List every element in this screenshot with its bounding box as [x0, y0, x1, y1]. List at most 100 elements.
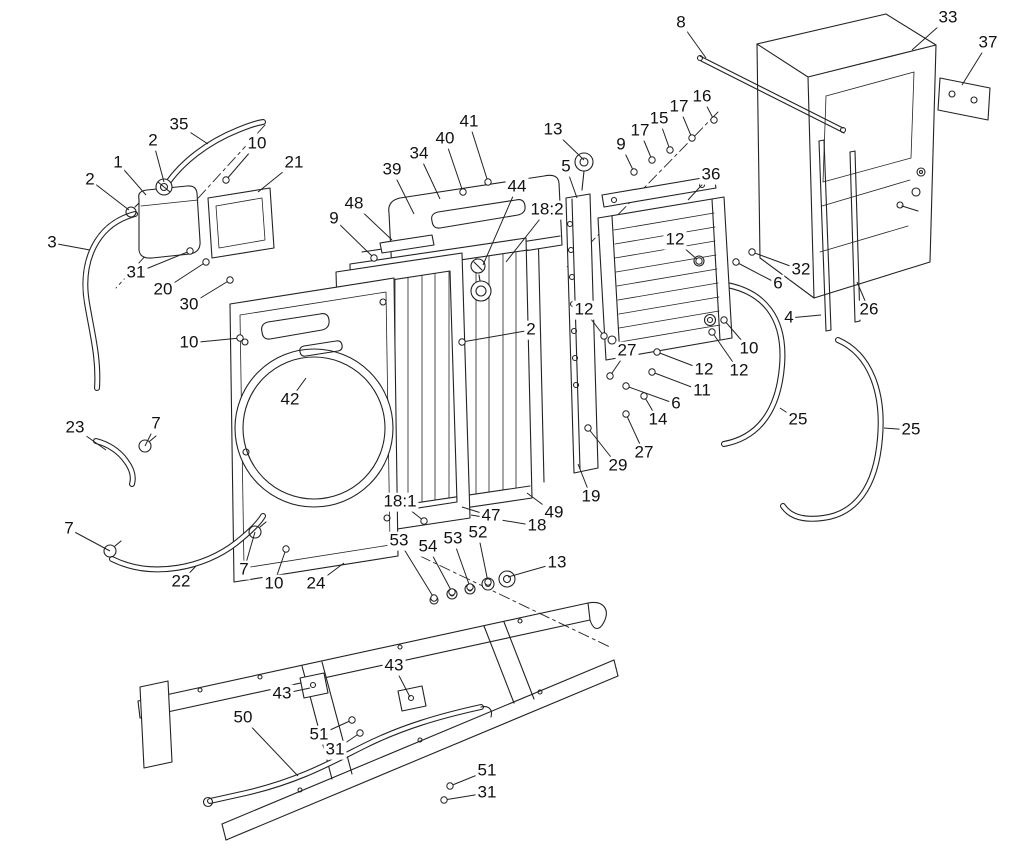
callout-32: 32 — [789, 259, 813, 280]
hardware-dot-27 — [622, 410, 630, 418]
part-mount-bracket-right — [937, 77, 991, 121]
callout-17: 17 — [667, 96, 691, 117]
callout-51: 51 — [475, 760, 499, 781]
hardware-dot-17 — [688, 134, 696, 142]
callout-20: 20 — [151, 279, 175, 300]
callout-31: 31 — [124, 262, 148, 283]
hardware-dot-11 — [648, 368, 656, 376]
callout-42: 42 — [278, 389, 302, 410]
callout-36: 36 — [699, 164, 723, 185]
hardware-dot-40 — [459, 188, 467, 196]
callout-7: 7 — [149, 413, 163, 434]
callout-6: 6 — [669, 393, 683, 414]
callout-6: 6 — [771, 273, 785, 294]
callout-1: 1 — [111, 152, 125, 173]
callout-7: 7 — [62, 518, 76, 539]
leader-line-7 — [68, 528, 111, 552]
leader-line-2 — [461, 329, 532, 343]
callout-2: 2 — [524, 319, 538, 340]
hardware-dot-12 — [695, 257, 703, 265]
callout-13: 13 — [545, 552, 569, 573]
callout-16: 16 — [690, 86, 714, 107]
callout-24: 24 — [304, 573, 328, 594]
part-cover-box — [756, 13, 937, 299]
callout-43: 43 — [382, 655, 406, 676]
leader-line-50 — [242, 717, 299, 777]
hardware-dot-10 — [222, 176, 230, 184]
callout-13: 13 — [541, 119, 565, 140]
callout-9: 9 — [614, 134, 628, 155]
hardware-dot-9 — [630, 168, 638, 176]
callout-25: 25 — [786, 409, 810, 430]
hardware-dot-30 — [226, 276, 234, 284]
part-lower-reservoir-hose — [82, 201, 141, 391]
callout-12: 12 — [692, 359, 716, 380]
hardware-dot-52 — [484, 578, 492, 586]
callout-53: 53 — [441, 528, 465, 549]
callout-12: 12 — [572, 299, 596, 320]
hardware-dot-54 — [448, 588, 456, 596]
callout-17: 17 — [628, 120, 652, 141]
callout-10: 10 — [177, 332, 201, 353]
callout-29: 29 — [606, 455, 630, 476]
part-coolant-tube — [202, 672, 493, 808]
callout-5: 5 — [559, 156, 573, 177]
part-mount-plate — [207, 187, 275, 259]
callout-8: 8 — [674, 12, 688, 33]
hardware-dot-29 — [584, 424, 592, 432]
hardware-dot-53 — [466, 583, 474, 591]
hardware-dot-6 — [732, 258, 740, 266]
leader-line-41 — [468, 121, 489, 183]
leader-line-53 — [398, 540, 435, 599]
callout-18: 18 — [525, 515, 549, 536]
hardware-dot-2 — [458, 338, 466, 346]
part-reservoir — [138, 178, 201, 259]
callout-18:1: 18:1 — [381, 491, 419, 512]
callout-15: 15 — [647, 108, 671, 129]
hardware-dot-14 — [640, 392, 648, 400]
callout-31: 31 — [475, 782, 499, 803]
callout-11: 11 — [691, 380, 713, 401]
callout-3: 3 — [45, 232, 59, 253]
callout-18:2: 18:2 — [528, 199, 566, 220]
callout-10: 10 — [245, 133, 269, 154]
callout-34: 34 — [407, 143, 431, 164]
hardware-dot-51 — [348, 716, 356, 724]
part-support-rod — [696, 54, 847, 134]
part-elbow-hose — [93, 435, 157, 487]
callout-50: 50 — [231, 707, 255, 728]
callout-54: 54 — [416, 536, 440, 557]
hardware-dot-31 — [186, 247, 194, 255]
hardware-dot-12 — [653, 348, 661, 356]
callout-39: 39 — [380, 159, 404, 180]
callout-37: 37 — [976, 32, 1000, 53]
part-coolant-hoses-right — [718, 281, 884, 522]
hardware-dot-17 — [648, 156, 656, 164]
callout-9: 9 — [327, 208, 341, 229]
part-seal-strips — [818, 139, 861, 332]
callout-30: 30 — [177, 294, 201, 315]
leader-line-6 — [735, 261, 779, 285]
hardware-dot-10 — [282, 545, 290, 553]
hardware-dot-32 — [748, 248, 756, 256]
callout-35: 35 — [167, 114, 191, 135]
callout-21: 21 — [282, 152, 306, 173]
callout-53: 53 — [387, 530, 411, 551]
hardware-dot-31 — [440, 796, 448, 804]
hardware-dot-20 — [202, 258, 210, 266]
callout-12: 12 — [663, 229, 687, 250]
callout-41: 41 — [457, 111, 481, 132]
hardware-dot-41 — [484, 178, 492, 186]
callout-25: 25 — [899, 419, 923, 440]
hardware-dot-12 — [708, 328, 716, 336]
callout-19: 19 — [579, 486, 603, 507]
hardware-dot-53 — [430, 594, 438, 602]
callout-7: 7 — [237, 559, 251, 580]
callout-22: 22 — [169, 571, 193, 592]
callout-52: 52 — [466, 522, 490, 543]
callout-31: 31 — [323, 739, 347, 760]
callout-48: 48 — [342, 193, 366, 214]
hardware-dot-27 — [606, 372, 614, 380]
